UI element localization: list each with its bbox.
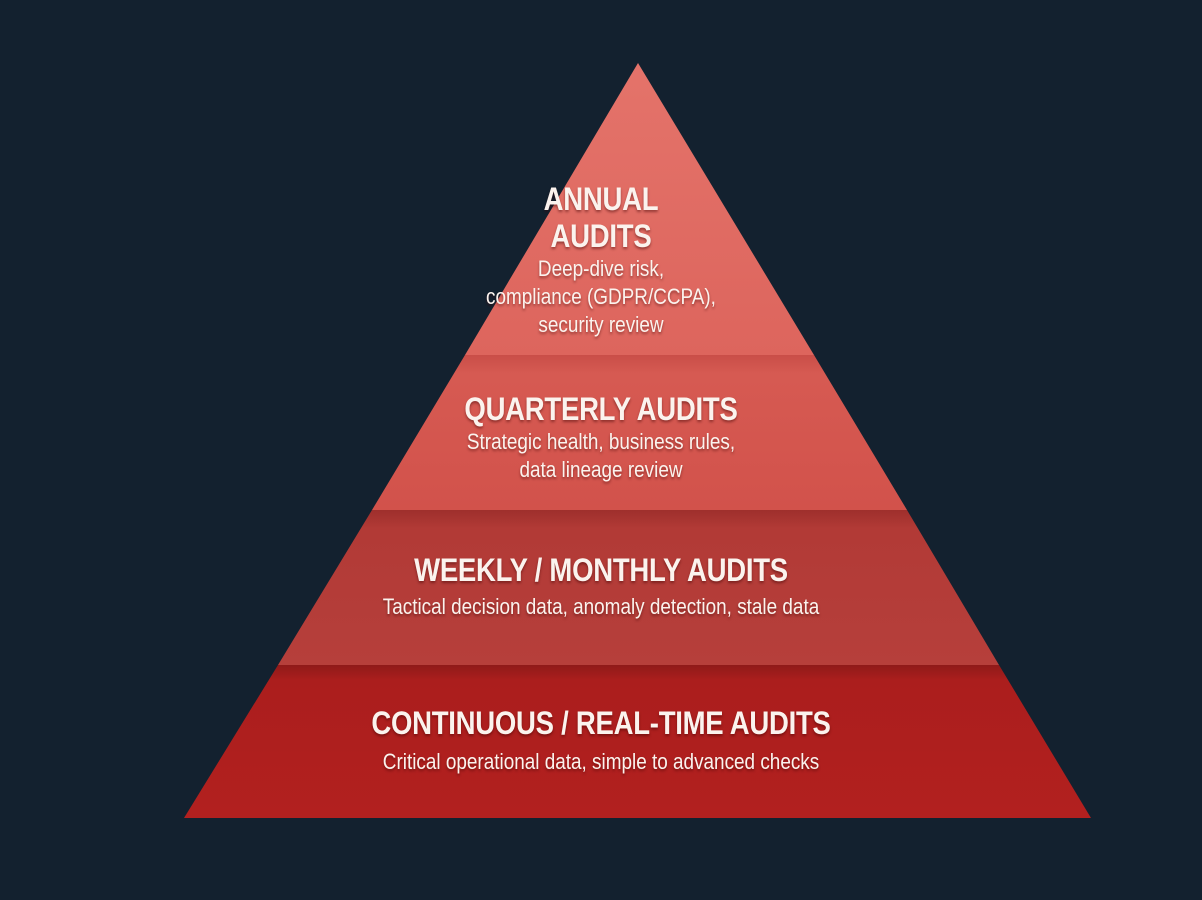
tier-quarterly: QUARTERLY AUDITS Strategic health, busin… bbox=[0, 391, 1202, 484]
tier-description: data lineage review bbox=[519, 457, 683, 482]
tier-annual: ANNUAL AUDITS Deep-dive risk, compliance… bbox=[0, 181, 1202, 339]
tier-title: CONTINUOUS / REAL-TIME AUDITS bbox=[371, 705, 831, 741]
tier-description: compliance (GDPR/CCPA), bbox=[486, 284, 716, 309]
tier-title: AUDITS bbox=[550, 218, 652, 254]
tier-description: Critical operational data, simple to adv… bbox=[382, 749, 820, 774]
tier-title: ANNUAL bbox=[543, 181, 659, 217]
tier-1-shape bbox=[465, 63, 814, 355]
tier-description: Deep-dive risk, bbox=[537, 256, 665, 281]
tier-2-shape bbox=[372, 355, 907, 510]
tier-4-shape bbox=[184, 665, 1091, 818]
tier-description: Strategic health, business rules, bbox=[466, 429, 736, 454]
tier-continuous: CONTINUOUS / REAL-TIME AUDITS Critical o… bbox=[0, 705, 1202, 776]
tier-description: security review bbox=[538, 312, 664, 337]
tier-description: Tactical decision data, anomaly detectio… bbox=[382, 594, 820, 619]
tier-title: WEEKLY / MONTHLY AUDITS bbox=[414, 552, 788, 588]
tier-title: QUARTERLY AUDITS bbox=[464, 391, 738, 427]
tier-weekly-monthly: WEEKLY / MONTHLY AUDITS Tactical decisio… bbox=[0, 552, 1202, 621]
tier-3-shape bbox=[278, 510, 999, 665]
